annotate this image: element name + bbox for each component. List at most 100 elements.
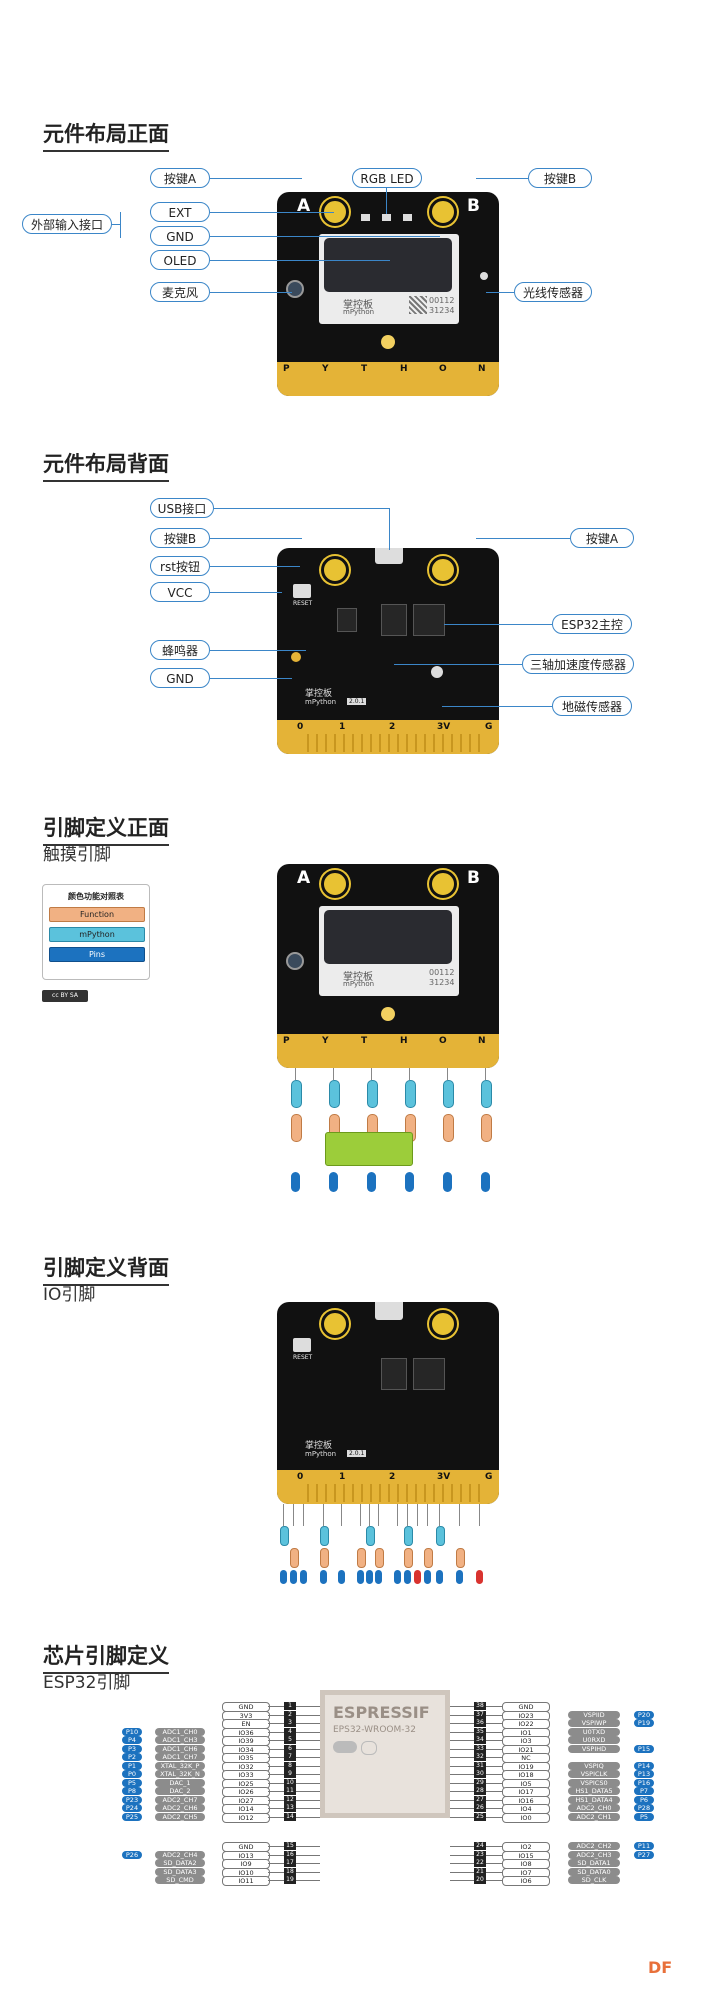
pin-name: IO6 (502, 1876, 550, 1886)
pin-line (486, 1765, 502, 1767)
board-pin-badge: P13 (634, 1770, 654, 1778)
pins-pill (414, 1570, 421, 1584)
pin-line (268, 1765, 284, 1767)
pin-line (296, 1880, 320, 1881)
leader-accel (394, 664, 522, 665)
pin-line (268, 1880, 284, 1881)
edge-letter: H (400, 1036, 408, 1046)
pin-line (486, 1880, 502, 1881)
pin-function: U0TXD (568, 1727, 620, 1736)
pin-line (268, 1731, 284, 1733)
edge-label: 1 (339, 722, 346, 732)
pin-line (486, 1816, 502, 1818)
edge-finger (316, 1484, 318, 1502)
pins-pill (357, 1570, 364, 1584)
function-pill (357, 1548, 366, 1568)
edge-finger (415, 734, 417, 752)
pin-line (486, 1723, 502, 1724)
pin-function: VSPICLK (568, 1770, 620, 1778)
mpython-pill (481, 1080, 492, 1108)
leader-mag (442, 706, 552, 707)
edge-letter: H (400, 364, 408, 374)
label-gnd-back: GND (150, 668, 210, 688)
pin-function: VSPIWP (568, 1719, 620, 1727)
pin-function: SD_CMD (155, 1876, 205, 1884)
pin-line (450, 1863, 474, 1864)
board-pin-badge: P2 (122, 1753, 142, 1761)
pin-line (268, 1791, 284, 1792)
pf-microphone-icon (286, 952, 304, 970)
pb-usb-port (375, 1302, 403, 1320)
edge-label: 2 (389, 1472, 396, 1482)
pin-function: VSPIID (568, 1710, 620, 1719)
pin-number: 20 (474, 1876, 486, 1884)
pin-number: 15 (284, 1842, 296, 1850)
pin-line (486, 1871, 502, 1873)
pin-number: 32 (474, 1753, 486, 1761)
pin-number: 33 (474, 1744, 486, 1753)
usb-port (375, 548, 403, 564)
pin-line (486, 1863, 502, 1864)
oled-display (324, 238, 452, 292)
board-pin-badge: P14 (634, 1761, 654, 1770)
pin-number: 16 (284, 1850, 296, 1859)
chip-model: EPS32-WROOM-32 (333, 1725, 416, 1735)
pins-pill (481, 1172, 490, 1192)
function-pill (481, 1114, 492, 1142)
pin-function: HS1_DATA5 (568, 1787, 620, 1795)
pin-function: ADC1_CH6 (155, 1744, 205, 1753)
label-rst: rst按钮 (150, 556, 210, 576)
touch-group-box (325, 1132, 413, 1166)
qr-text-2: 31234 (429, 306, 455, 315)
leader-button-a (210, 178, 302, 179)
wifi-logo-icon (333, 1741, 357, 1753)
pins-pill (443, 1172, 452, 1192)
df-logo: DF (648, 1958, 673, 1977)
pin-line (296, 1765, 320, 1767)
leader-usb (214, 508, 389, 509)
io-lead (283, 1504, 284, 1526)
edge-finger (424, 1484, 426, 1502)
pin-number: 22 (474, 1859, 486, 1867)
pb-ring-left (321, 1310, 349, 1338)
pin-function: ADC1_CH7 (155, 1753, 205, 1761)
pin-line (268, 1723, 284, 1724)
pin-function: VSPIHD (568, 1744, 620, 1753)
pin-number: 8 (284, 1761, 296, 1770)
pin-number: 26 (474, 1804, 486, 1812)
label-button-b-back: 按键B (150, 528, 210, 548)
pin-number: 4 (284, 1727, 296, 1736)
edge-finger (397, 1484, 399, 1502)
pin-number: 13 (284, 1804, 296, 1812)
pin-number: 12 (284, 1795, 296, 1804)
mag-sensor (431, 666, 443, 678)
board-pin-badge: P5 (634, 1812, 654, 1821)
board-pin-badge: P0 (122, 1770, 142, 1778)
mpython-pill (436, 1526, 445, 1546)
pin-function: ADC2_CH2 (568, 1842, 620, 1850)
label-ext: EXT (150, 202, 210, 222)
bracket-ext-input (120, 212, 121, 238)
pin-line (486, 1740, 502, 1741)
pin-line (450, 1871, 474, 1873)
label-accel: 三轴加速度传感器 (522, 654, 634, 674)
edge-letter: O (439, 364, 447, 374)
pins-pill (366, 1570, 373, 1584)
pin-back-title: 引脚定义背面 (43, 1252, 169, 1286)
pin-line (268, 1854, 284, 1856)
pin-function: ADC2_CH3 (568, 1850, 620, 1859)
mpython-pill (329, 1080, 340, 1108)
pin-line (296, 1816, 320, 1818)
pin-number: 7 (284, 1753, 296, 1761)
label-button-a-back: 按键A (570, 528, 634, 548)
pb-brand-en: mPython (305, 1450, 337, 1458)
pins-pill (280, 1570, 287, 1584)
io-lead (378, 1504, 379, 1526)
edge-letter: P (283, 1036, 290, 1046)
pin-line (268, 1782, 284, 1784)
pins-pill (424, 1570, 431, 1584)
label-usb: USB接口 (150, 498, 214, 518)
pf-corner-b: B (467, 868, 480, 888)
corner-a-label: A (297, 196, 311, 216)
